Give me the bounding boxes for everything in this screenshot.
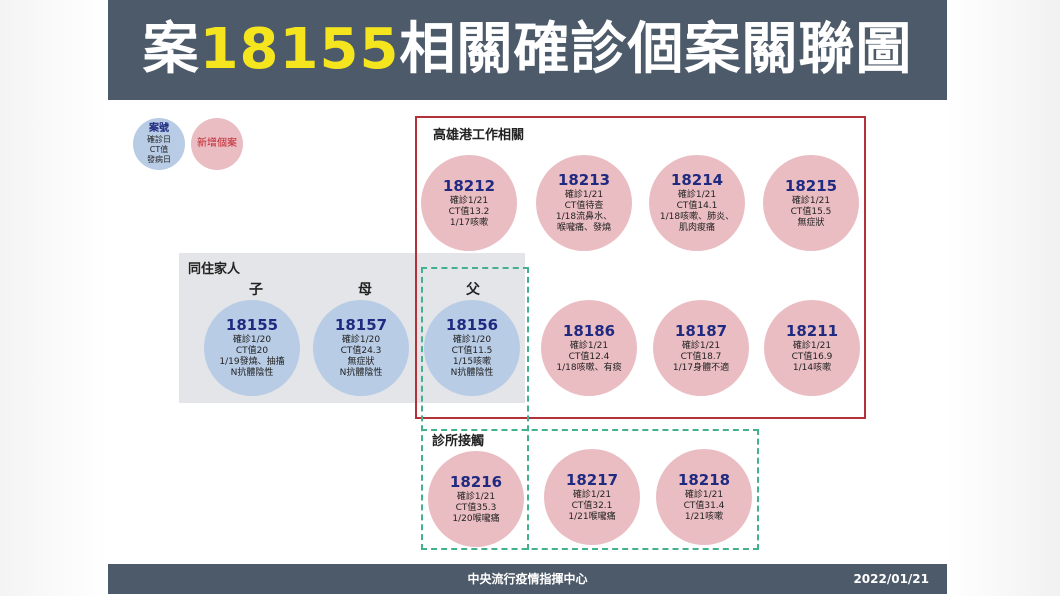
case-number: 18217 xyxy=(565,470,619,489)
case-node-18214: 18214 確診1/21 CT值14.1 1/18咳嗽、肺炎、 肌肉痠痛 xyxy=(649,155,745,251)
case-number: 18155 xyxy=(225,316,279,334)
case-number: 18216 xyxy=(449,472,503,491)
clinic-contact-dashed-border xyxy=(421,429,759,550)
case-detail: 無症狀 xyxy=(347,357,375,367)
case-number: 18212 xyxy=(442,176,496,195)
case-detail: 確診1/21 xyxy=(449,195,489,206)
case-detail: 確診1/21 xyxy=(456,491,496,502)
case-detail: 確診1/21 xyxy=(684,489,724,500)
case-detail: 確診1/21 xyxy=(569,340,609,351)
case-node-18215: 18215 確診1/21 CT值15.5 無症狀 xyxy=(763,155,859,251)
legend-new-label: 新增個案 xyxy=(197,138,237,149)
case-number: 18187 xyxy=(674,321,728,340)
case-number: 18215 xyxy=(784,176,838,195)
case-node-18186: 18186 確診1/21 CT值12.4 1/18咳嗽、有痰 xyxy=(541,300,637,396)
case-detail: N抗體陰性 xyxy=(230,368,274,378)
case-node-18157: 18157 確診1/20 CT值24.3 無症狀 N抗體陰性 xyxy=(313,300,409,396)
case-number: 18156 xyxy=(445,316,499,334)
case-detail: CT值12.4 xyxy=(568,351,610,362)
case-detail: 確診1/21 xyxy=(681,340,721,351)
right-background xyxy=(947,0,1060,596)
case-number: 18186 xyxy=(562,321,616,340)
case-detail: CT值18.7 xyxy=(680,351,722,362)
clinic-group-title: 診所接觸 xyxy=(432,434,485,449)
case-detail: 無症狀 xyxy=(797,217,825,228)
case-detail: 確診1/21 xyxy=(572,489,612,500)
port-work-group-box xyxy=(415,116,866,419)
title-bar: 案18155相關確診個案關聯圖 xyxy=(108,0,947,100)
role-son: 子 xyxy=(249,282,263,298)
case-detail: 1/17咳嗽 xyxy=(449,217,489,228)
case-node-18155: 18155 確診1/20 CT值20 1/19發燒、抽搐 N抗體陰性 xyxy=(204,300,300,396)
case-detail: CT值13.2 xyxy=(448,206,490,217)
case-node-18187: 18187 確診1/21 CT值18.7 1/17身體不適 xyxy=(653,300,749,396)
case-detail: 1/14咳嗽 xyxy=(792,362,832,373)
case-detail: CT值35.3 xyxy=(455,502,497,513)
legend-line: 確診日 xyxy=(147,135,171,144)
footer-bar: 中央流行疫情指揮中心 2022/01/21 xyxy=(108,564,947,594)
footer-date: 2022/01/21 xyxy=(853,572,929,586)
left-background xyxy=(0,0,108,596)
case-detail: CT值14.1 xyxy=(676,201,718,211)
case-detail: CT值24.3 xyxy=(340,346,382,356)
case-detail: 1/18咳嗽、有痰 xyxy=(556,362,622,373)
title-case-number: 18155 xyxy=(199,17,400,82)
case-detail: CT值31.4 xyxy=(683,500,725,511)
title-suffix: 相關確診個案關聯圖 xyxy=(399,17,913,82)
case-node-18217: 18217 確診1/21 CT值32.1 1/21喉嚨痛 xyxy=(544,449,640,545)
case-detail: 確診1/21 xyxy=(791,195,831,206)
page-title: 案18155相關確診個案關聯圖 xyxy=(108,0,947,100)
slide: 案18155相關確診個案關聯圖 案號 確診日 CT值 發病日 新增個案 同住家人… xyxy=(108,0,947,596)
case-detail: 1/20喉嚨痛 xyxy=(452,513,500,524)
case-detail: 1/18咳嗽、肺炎、 xyxy=(659,212,735,222)
case-node-18218: 18218 確診1/21 CT值31.4 1/21咳嗽 xyxy=(656,449,752,545)
case-node-18216: 18216 確診1/21 CT值35.3 1/20喉嚨痛 xyxy=(428,451,524,547)
case-detail: 1/17身體不適 xyxy=(672,362,730,373)
case-detail: 1/18流鼻水、 xyxy=(555,212,613,222)
case-number: 18211 xyxy=(785,321,839,340)
legend-line: 發病日 xyxy=(147,155,171,164)
role-father: 父 xyxy=(466,282,480,298)
case-detail: N抗體陰性 xyxy=(339,368,383,378)
case-node-18211: 18211 確診1/21 CT值16.9 1/14咳嗽 xyxy=(764,300,860,396)
case-detail: 確診1/20 xyxy=(452,335,492,345)
case-detail: CT值15.5 xyxy=(790,206,832,217)
father-contact-dashed-border xyxy=(421,267,529,550)
case-detail: 確診1/21 xyxy=(677,190,717,200)
case-detail: 1/21喉嚨痛 xyxy=(568,511,616,522)
footer-agency: 中央流行疫情指揮中心 xyxy=(467,572,588,586)
case-node-18213: 18213 確診1/21 CT值待查 1/18流鼻水、 喉嚨痛、發燒 xyxy=(536,155,632,251)
case-detail: CT值20 xyxy=(235,346,269,356)
case-detail: N抗體陰性 xyxy=(450,368,494,378)
case-detail: CT值32.1 xyxy=(571,500,613,511)
case-detail: CT值11.5 xyxy=(451,346,493,356)
case-number: 18213 xyxy=(557,171,611,189)
case-number: 18157 xyxy=(334,316,388,334)
case-detail: 1/15咳嗽 xyxy=(452,357,492,367)
case-detail: 肌肉痠痛 xyxy=(678,223,715,233)
case-detail: 確診1/21 xyxy=(792,340,832,351)
case-detail: 1/19發燒、抽搐 xyxy=(219,357,285,367)
port-group-title: 高雄港工作相關 xyxy=(433,128,525,143)
family-group-title: 同住家人 xyxy=(188,262,241,277)
legend-new-case: 新增個案 xyxy=(191,118,243,170)
case-detail: 確診1/20 xyxy=(341,335,381,345)
case-number: 18214 xyxy=(670,171,724,189)
case-detail: CT值待查 xyxy=(564,201,604,211)
title-prefix: 案 xyxy=(142,17,200,82)
case-detail: CT值16.9 xyxy=(791,351,833,362)
legend-line: CT值 xyxy=(149,145,169,154)
case-number: 18218 xyxy=(677,470,731,489)
case-detail: 確診1/20 xyxy=(232,335,272,345)
role-mother: 母 xyxy=(358,282,372,298)
case-detail: 喉嚨痛、發燒 xyxy=(556,223,611,233)
legend-existing-label: 案號 xyxy=(149,123,169,134)
case-detail: 1/21咳嗽 xyxy=(684,511,724,522)
case-node-18212: 18212 確診1/21 CT值13.2 1/17咳嗽 xyxy=(421,155,517,251)
case-detail: 確診1/21 xyxy=(564,190,604,200)
legend-existing-case: 案號 確診日 CT值 發病日 xyxy=(133,118,185,170)
case-node-18156: 18156 確診1/20 CT值11.5 1/15咳嗽 N抗體陰性 xyxy=(424,300,520,396)
